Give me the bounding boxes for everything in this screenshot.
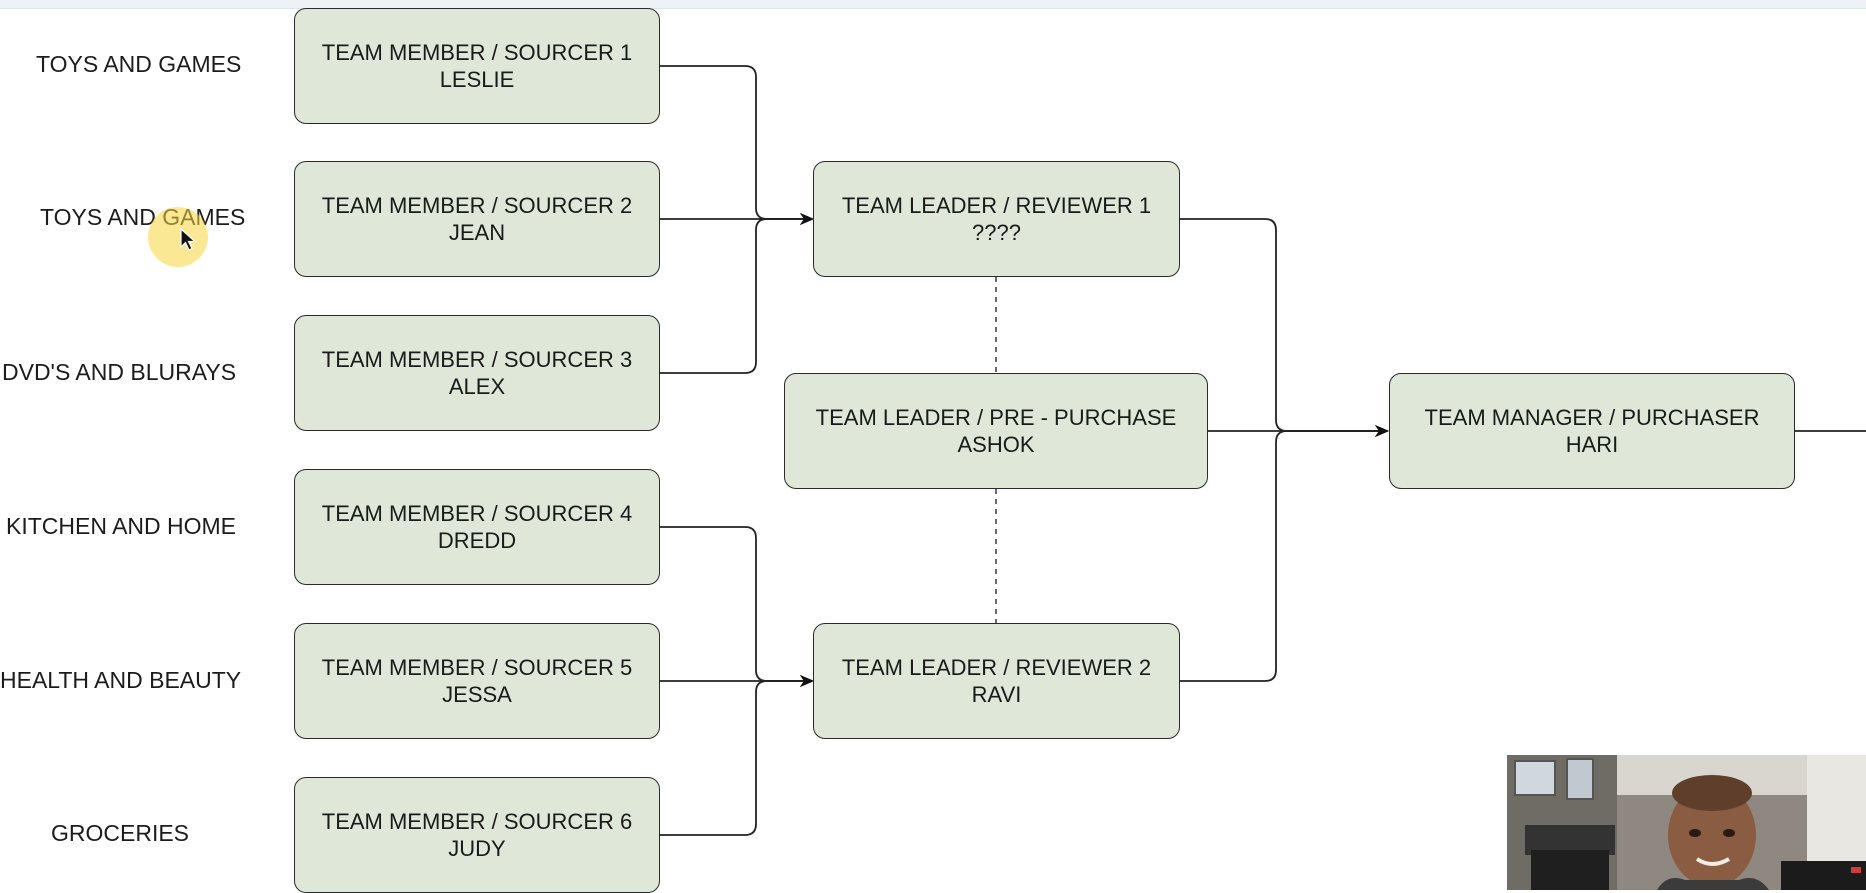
sourcer-node-2[interactable]: TEAM MEMBER / SOURCER 2 JEAN — [294, 161, 660, 277]
category-label: HEALTH AND BEAUTY — [0, 667, 242, 693]
reviewer-node-2[interactable]: TEAM LEADER / REVIEWER 2 RAVI — [813, 623, 1180, 739]
sourcer-node-5[interactable]: TEAM MEMBER / SOURCER 5 JESSA — [294, 623, 660, 739]
connector-reviewer-2 — [1180, 425, 1389, 682]
cursor-arrow-icon — [180, 228, 197, 251]
connector-sourcer-4 — [660, 526, 814, 687]
node-name: ???? — [972, 220, 1021, 245]
sourcer-node-3[interactable]: TEAM MEMBER / SOURCER 3 ALEX — [294, 315, 660, 431]
webcam-video-image — [1507, 755, 1866, 890]
node-name: JEAN — [448, 220, 506, 245]
connector-sourcer-6 — [660, 675, 814, 836]
node-role: TEAM MEMBER / SOURCER 4 — [321, 501, 633, 526]
node-role: TEAM MEMBER / SOURCER 6 — [321, 809, 633, 834]
node-role: TEAM MEMBER / SOURCER 2 — [321, 193, 633, 218]
category-label: TOYS AND GAMES — [36, 51, 242, 77]
sourcer-node-4[interactable]: TEAM MEMBER / SOURCER 4 DREDD — [294, 469, 660, 585]
node-role: TEAM LEADER / REVIEWER 1 — [841, 193, 1152, 218]
category-label: GROCERIES — [51, 820, 190, 846]
node-name: JUDY — [448, 836, 506, 861]
node-name: DREDD — [437, 528, 517, 553]
webcam-overlay — [1507, 755, 1866, 890]
sourcer-node-1[interactable]: TEAM MEMBER / SOURCER 1 LESLIE — [294, 8, 660, 124]
node-role: TEAM MEMBER / SOURCER 3 — [321, 347, 633, 372]
connector-reviewer-1 — [1180, 218, 1389, 437]
category-label: KITCHEN AND HOME — [6, 513, 237, 539]
cursor-highlight — [148, 207, 208, 267]
node-role: TEAM MEMBER / SOURCER 5 — [321, 655, 633, 680]
sourcer-node-6[interactable]: TEAM MEMBER / SOURCER 6 JUDY — [294, 777, 660, 893]
node-name: JESSA — [442, 682, 512, 707]
manager-node[interactable]: TEAM MANAGER / PURCHASER HARI — [1389, 373, 1795, 489]
node-role: TEAM MEMBER / SOURCER 1 — [321, 40, 633, 65]
node-role: TEAM LEADER / PRE - PURCHASE — [815, 405, 1177, 430]
category-label: TOYS AND GAMES — [40, 204, 246, 230]
node-name: ASHOK — [957, 432, 1035, 457]
category-label: DVD'S AND BLURAYS — [2, 359, 237, 385]
node-name: RAVI — [971, 682, 1022, 707]
node-name: ALEX — [448, 374, 506, 399]
node-name: LESLIE — [439, 67, 515, 92]
canvas-top-bar — [0, 0, 1866, 9]
connector-sourcer-1 — [660, 65, 814, 225]
reviewer-node-1[interactable]: TEAM LEADER / REVIEWER 1 ???? — [813, 161, 1180, 277]
prepurchase-node[interactable]: TEAM LEADER / PRE - PURCHASE ASHOK — [784, 373, 1208, 489]
node-role: TEAM MANAGER / PURCHASER — [1424, 405, 1760, 430]
node-role: TEAM LEADER / REVIEWER 2 — [841, 655, 1152, 680]
connector-sourcer-3 — [660, 213, 814, 374]
node-name: HARI — [1565, 432, 1619, 457]
